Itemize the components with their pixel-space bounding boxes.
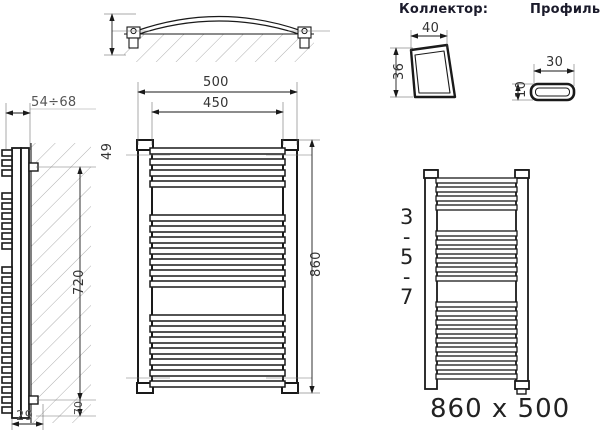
dim-overall-width: 500: [203, 75, 229, 90]
model-code-line-1: 3: [400, 205, 414, 229]
front-view-group: [126, 82, 320, 394]
model-code-stack: 3 - 5 - 7: [400, 205, 414, 309]
collector-header: Коллектор:: [399, 2, 489, 17]
product-view-group: [423, 169, 530, 395]
dim-bottom-small: 70: [72, 401, 85, 415]
dim-bottom-offset: 29: [16, 409, 34, 424]
dim-profile-height: 10: [514, 80, 529, 98]
size-caption: 860 x 500: [430, 394, 571, 424]
dim-profile-width: 30: [546, 55, 564, 70]
profile-header: Профиль:: [530, 2, 600, 17]
dim-mount-spacing: 720: [72, 269, 87, 295]
model-code-line-3: 5: [400, 244, 414, 269]
dim-wall-gap-range: 54÷68: [31, 95, 77, 110]
dim-collector-width: 40: [422, 21, 440, 36]
model-code-line-2: -: [402, 224, 411, 249]
profile-section-group: [512, 64, 576, 102]
dim-overall-height: 860: [309, 251, 324, 277]
top-view-group: [104, 13, 330, 62]
model-code-line-5: 7: [400, 284, 414, 309]
collector-section-group: [390, 30, 457, 99]
model-code-line-4: -: [402, 264, 411, 289]
side-view-group: [1, 103, 96, 430]
dim-top-view-depth: 49: [100, 142, 115, 160]
dim-collector-height: 36: [392, 62, 407, 80]
dim-inner-width: 450: [203, 96, 229, 111]
